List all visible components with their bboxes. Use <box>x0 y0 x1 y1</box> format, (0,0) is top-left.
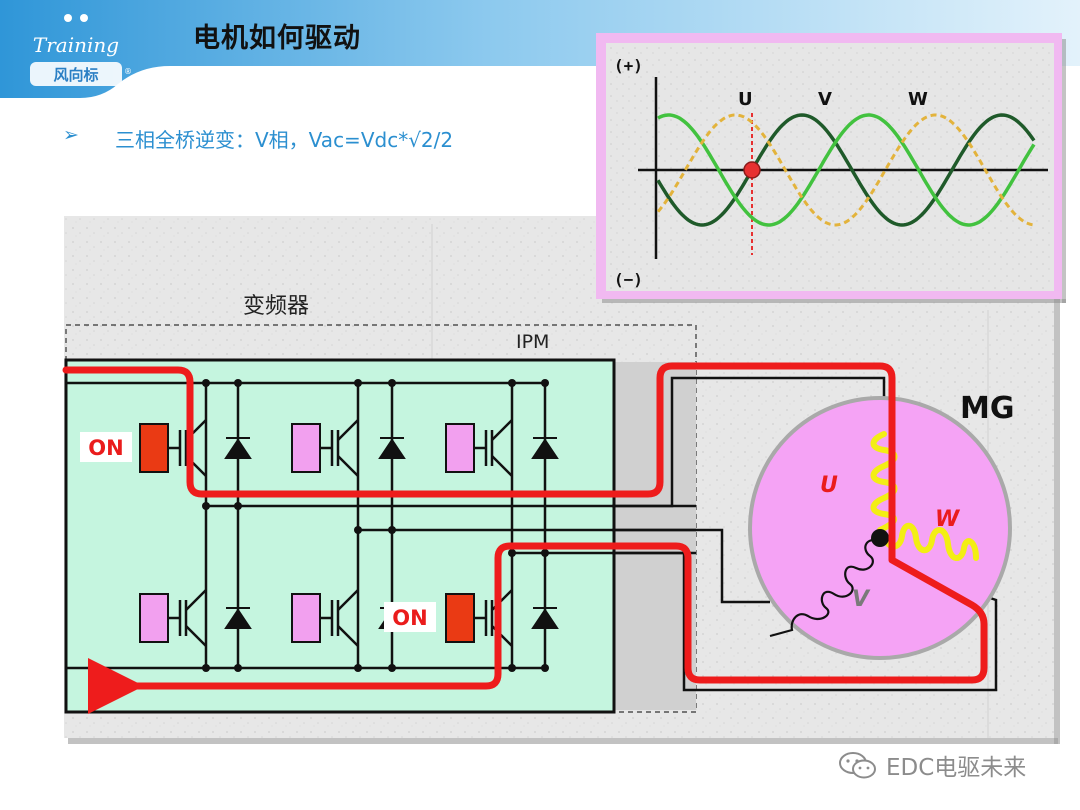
wechat-icon <box>839 752 876 779</box>
phase-label-v: V <box>818 89 832 110</box>
motor-neutral-point <box>871 529 889 547</box>
watermark-text: EDC电驱未来 <box>886 755 1027 781</box>
igbt-lower-v <box>291 589 359 647</box>
waveform-inset: (+) (−) U V W <box>596 33 1066 303</box>
winding-w-label: W <box>935 507 961 532</box>
sample-marker <box>743 161 761 179</box>
winding-v <box>769 538 879 638</box>
plus-label: (+) <box>614 56 643 75</box>
winding-u <box>870 431 898 533</box>
igbt-upper-v <box>291 419 359 477</box>
phase-label-u: U <box>738 89 753 110</box>
winding-v-label: V <box>852 587 871 612</box>
watermark: EDC电驱未来 <box>838 748 1026 782</box>
inverter-label: 变频器 <box>243 294 309 319</box>
wave-v <box>657 113 1036 227</box>
winding-u-label: U <box>820 473 838 498</box>
igbt-lower-w <box>445 589 513 647</box>
svg-text:®: ® <box>124 67 132 76</box>
wave-u <box>656 113 1036 227</box>
bullet-text: 三相全桥逆变：V相，Vac=Vdc*√2/2 <box>115 128 454 152</box>
logo: 风向标 Training ® <box>28 8 132 88</box>
igbt-upper-w <box>445 419 513 477</box>
ipm-board <box>64 358 616 714</box>
wave-w <box>656 113 1035 227</box>
svg-text:Training: Training <box>33 33 119 57</box>
winding-w <box>881 522 979 561</box>
on-label-lower: ON <box>392 606 427 630</box>
igbt-upper-u <box>139 419 207 477</box>
igbt-lower-u <box>139 589 207 647</box>
minus-label: (−) <box>614 270 643 289</box>
page-title: 电机如何驱动 <box>193 23 361 54</box>
on-label-upper: ON <box>88 436 123 460</box>
current-path <box>62 362 988 714</box>
svg-text:风向标: 风向标 <box>53 66 98 84</box>
motor-label: MG <box>960 391 1014 426</box>
bullet-marker: ➢ <box>63 124 79 146</box>
phase-label-w: W <box>908 89 928 110</box>
header-band <box>0 0 1080 98</box>
ipm-label: IPM <box>516 331 549 353</box>
